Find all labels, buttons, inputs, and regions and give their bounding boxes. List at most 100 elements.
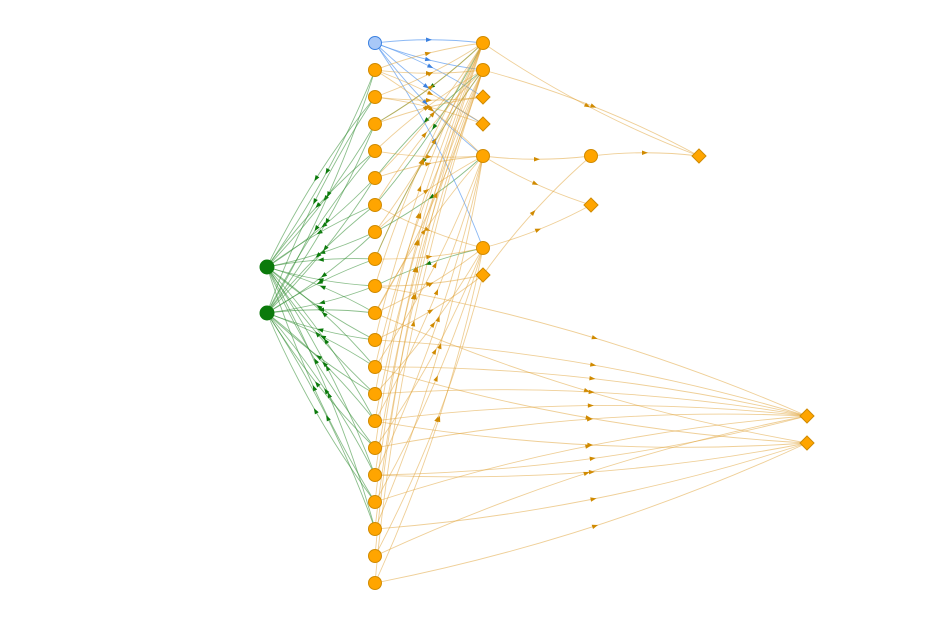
edge-arrow-icon: [534, 228, 542, 233]
edge-arrow-icon: [429, 111, 435, 118]
edge-arrow-icon: [427, 106, 434, 112]
orange-edge: [374, 155, 484, 233]
node-b0-circle[interactable]: [476, 36, 490, 50]
node-a15-circle[interactable]: [368, 441, 382, 455]
edge-arrow-icon: [314, 175, 320, 182]
node-b1-circle[interactable]: [476, 63, 490, 77]
edge-arrow-icon: [316, 305, 323, 311]
node-a19-circle[interactable]: [368, 549, 382, 563]
edge-arrow-icon: [429, 321, 436, 328]
node-a10-circle[interactable]: [368, 306, 382, 320]
node-a5-circle[interactable]: [368, 171, 382, 185]
edge-arrow-icon: [426, 71, 434, 77]
edge-arrow-icon: [415, 212, 420, 219]
edge-arrow-icon: [585, 444, 592, 449]
edge-arrow-icon: [591, 524, 599, 529]
node-b6-diamond[interactable]: [475, 267, 491, 283]
edge-arrow-icon: [424, 56, 432, 62]
green-edge: [374, 155, 484, 233]
edge-arrow-icon: [317, 257, 324, 262]
edge-arrow-icon: [431, 348, 437, 355]
node-a6-circle[interactable]: [368, 198, 382, 212]
orange-edge: [482, 155, 592, 276]
orange-edge: [482, 204, 592, 249]
edge-arrow-icon: [586, 417, 594, 422]
edge-arrow-icon: [587, 403, 594, 408]
node-e0-diamond[interactable]: [799, 408, 815, 424]
node-e1-diamond[interactable]: [799, 435, 815, 451]
node-a9-circle[interactable]: [368, 279, 382, 293]
node-a11-circle[interactable]: [368, 333, 382, 347]
edge-arrow-icon: [426, 98, 432, 103]
node-a14-circle[interactable]: [368, 414, 382, 428]
edge-arrow-icon: [313, 198, 318, 205]
edge-arrow-icon: [431, 138, 437, 145]
orange-edge: [374, 442, 808, 584]
edge-arrow-icon: [316, 354, 323, 361]
node-b5-circle[interactable]: [476, 241, 490, 255]
node-b4-circle[interactable]: [476, 149, 490, 163]
node-a1-circle[interactable]: [368, 63, 382, 77]
node-a2-circle[interactable]: [368, 90, 382, 104]
edge-arrow-icon: [529, 210, 536, 216]
edge-arrow-icon: [418, 158, 423, 165]
node-a13-circle[interactable]: [368, 387, 382, 401]
node-b3-diamond[interactable]: [475, 116, 491, 132]
green-edge: [266, 312, 376, 503]
edge-arrow-icon: [410, 293, 416, 300]
node-g1-circle[interactable]: [259, 259, 275, 275]
orange-edge: [374, 69, 484, 584]
edge-arrow-icon: [423, 117, 430, 123]
node-a20-circle[interactable]: [368, 576, 382, 590]
edge-arrow-icon: [425, 154, 432, 159]
orange-edge: [482, 155, 592, 206]
edge-arrow-icon: [426, 37, 432, 42]
edge-arrow-icon: [588, 389, 595, 395]
edge-arrow-icon: [435, 315, 440, 323]
edge-arrow-icon: [412, 266, 417, 273]
node-a7-circle[interactable]: [368, 225, 382, 239]
edge-arrow-icon: [426, 254, 433, 260]
edge-arrow-icon: [433, 375, 438, 382]
edge-arrow-icon: [534, 157, 540, 162]
node-a4-circle[interactable]: [368, 144, 382, 158]
edge-arrow-icon: [325, 218, 331, 225]
node-a8-circle[interactable]: [368, 252, 382, 266]
edge-arrow-icon: [316, 279, 324, 285]
node-a3-circle[interactable]: [368, 117, 382, 131]
edge-arrow-icon: [322, 361, 328, 368]
node-a16-circle[interactable]: [368, 468, 382, 482]
edge-arrow-icon: [531, 180, 539, 185]
orange-edge: [374, 442, 808, 530]
node-c1-diamond[interactable]: [583, 197, 599, 213]
node-a0-circle[interactable]: [368, 36, 382, 50]
node-g2-circle[interactable]: [259, 305, 275, 321]
node-d0-diamond[interactable]: [691, 148, 707, 164]
edge-arrow-icon: [315, 252, 322, 258]
edge-arrow-icon: [590, 497, 597, 502]
orange-edge: [374, 69, 484, 152]
node-a17-circle[interactable]: [368, 495, 382, 509]
edge-arrow-icon: [318, 299, 326, 305]
edge-arrow-icon: [642, 150, 648, 155]
edge-arrow-icon: [318, 307, 324, 312]
green-edge: [266, 69, 376, 268]
edge-arrow-icon: [315, 202, 322, 208]
edge-arrow-icon: [433, 288, 439, 296]
node-c0-circle[interactable]: [584, 149, 598, 163]
edge-arrow-icon: [426, 63, 434, 69]
orange-edge: [374, 415, 808, 557]
node-a18-circle[interactable]: [368, 522, 382, 536]
edge-arrow-icon: [323, 195, 329, 202]
nodes-layer: [259, 36, 815, 590]
edge-arrow-icon: [327, 391, 333, 399]
edge-arrow-icon: [326, 415, 331, 422]
edge-arrow-icon: [313, 408, 319, 415]
edge-arrow-icon: [583, 471, 590, 477]
node-a12-circle[interactable]: [368, 360, 382, 374]
node-b2-diamond[interactable]: [475, 89, 491, 105]
edge-arrow-icon: [424, 51, 432, 57]
edge-arrow-icon: [324, 388, 330, 395]
edge-arrow-icon: [583, 387, 590, 393]
